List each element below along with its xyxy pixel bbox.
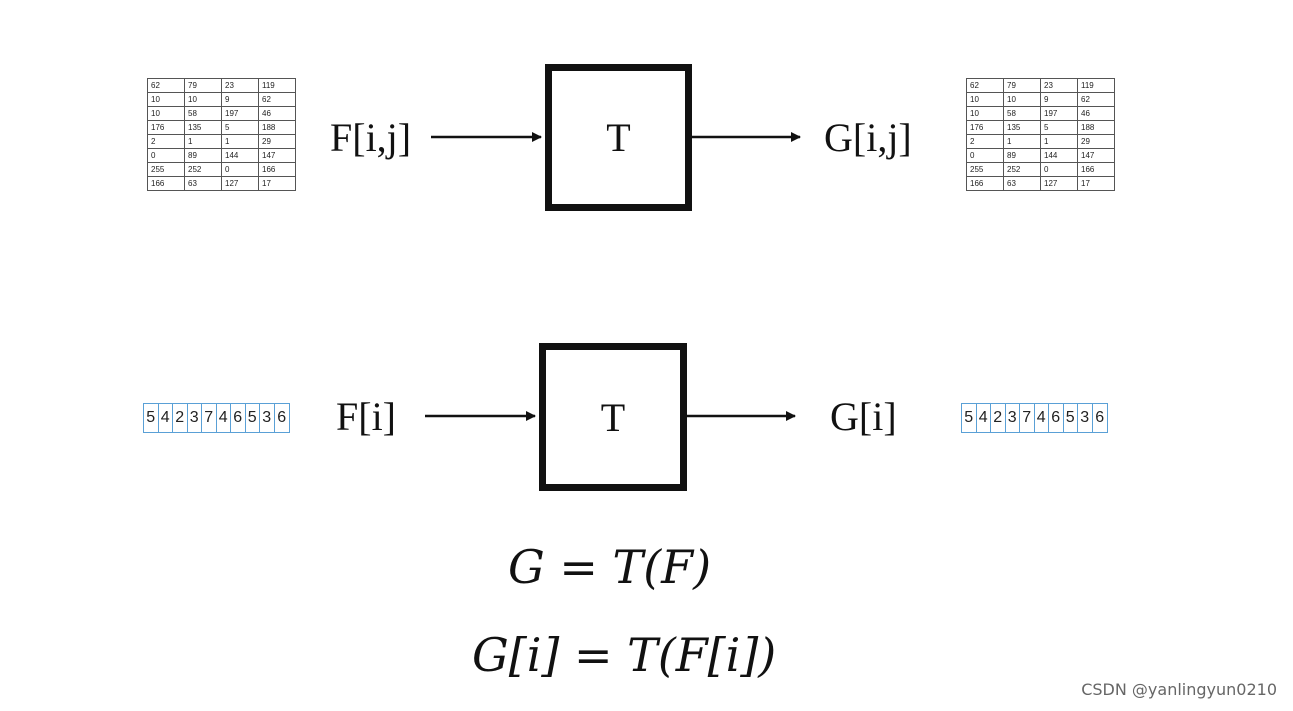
matrix-cell: 17 bbox=[1077, 176, 1115, 191]
array-cell: 3 bbox=[1006, 404, 1020, 432]
array-cell: 5 bbox=[1064, 404, 1078, 432]
array-cell: 5 bbox=[246, 404, 260, 432]
array-cell: 5 bbox=[144, 404, 159, 432]
array-cell: 2 bbox=[173, 404, 188, 432]
array-cell: 3 bbox=[188, 404, 202, 432]
formula-1d: G[i] = T(F[i]) bbox=[472, 628, 777, 682]
matrix-cell: 147 bbox=[258, 148, 296, 163]
transform-box-2d: T bbox=[545, 64, 692, 211]
array-cell: 3 bbox=[260, 404, 275, 432]
matrix-cell: 127 bbox=[1040, 176, 1078, 191]
transform-box-1d: T bbox=[539, 343, 687, 491]
output-label-1d: G[i] bbox=[830, 394, 897, 439]
array-cell: 7 bbox=[202, 404, 217, 432]
matrix-cell: 63 bbox=[184, 176, 222, 191]
transform-label-2d: T bbox=[606, 115, 631, 160]
array-cell: 6 bbox=[1049, 404, 1064, 432]
array-cell: 2 bbox=[991, 404, 1006, 432]
array-cell: 3 bbox=[1078, 404, 1093, 432]
formula-2d: G = T(F) bbox=[508, 540, 712, 594]
array-cell: 7 bbox=[1020, 404, 1035, 432]
transform-label-1d: T bbox=[600, 394, 626, 440]
watermark: CSDN @yanlingyun0210 bbox=[1081, 680, 1277, 699]
array-cell: 6 bbox=[1095, 409, 1105, 426]
matrix-cell: 166 bbox=[147, 176, 185, 191]
array-cell: 4 bbox=[1035, 404, 1049, 432]
array-cell: 6 bbox=[231, 404, 246, 432]
array-cell: 4 bbox=[217, 404, 231, 432]
array-cell: 5 bbox=[962, 404, 977, 432]
input-label-1d: F[i] bbox=[336, 394, 396, 439]
matrix-cell: 17 bbox=[258, 176, 296, 191]
input-label-2d: F[i,j] bbox=[330, 115, 412, 160]
array-cell: 4 bbox=[977, 404, 991, 432]
array-cell: 4 bbox=[159, 404, 173, 432]
output-label-2d: G[i,j] bbox=[824, 115, 912, 160]
array-cell: 6 bbox=[277, 409, 287, 426]
